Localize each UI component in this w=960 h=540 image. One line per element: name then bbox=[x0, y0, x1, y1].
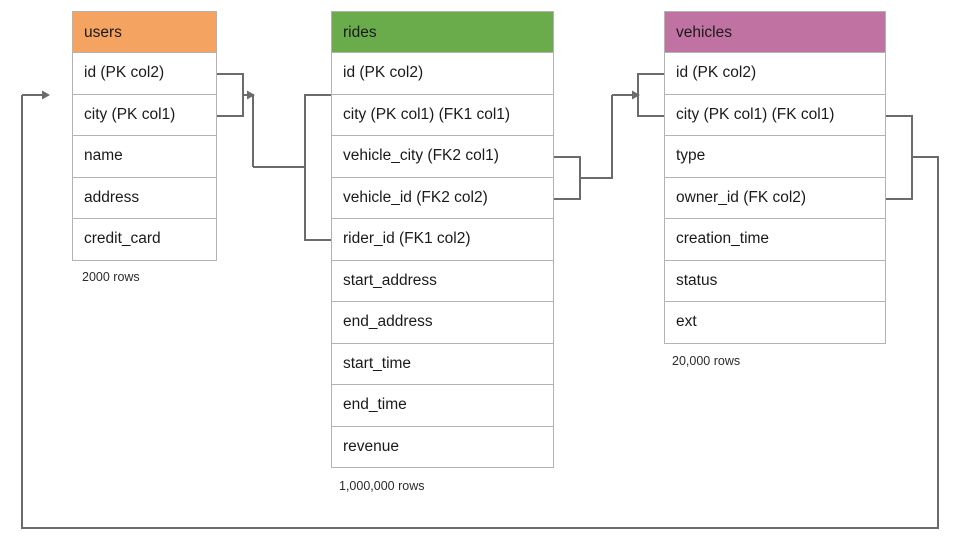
table-vehicles-column-id[interactable]: id (PK col2) bbox=[664, 53, 886, 95]
table-users-header: users bbox=[72, 11, 217, 53]
table-vehicles-header: vehicles bbox=[664, 11, 886, 53]
table-users-column-id[interactable]: id (PK col2) bbox=[72, 53, 217, 95]
table-rides-column-revenue[interactable]: revenue bbox=[331, 426, 554, 468]
table-vehicles-column-creation-time[interactable]: creation_time bbox=[664, 219, 886, 261]
table-rides-column-start-time[interactable]: start_time bbox=[331, 343, 554, 385]
table-rides-header: rides bbox=[331, 11, 554, 53]
table-rides-column-vehicle-id[interactable]: vehicle_id (FK2 col2) bbox=[331, 177, 554, 219]
table-rides-column-start-address[interactable]: start_address bbox=[331, 260, 554, 302]
table-vehicles-column-type[interactable]: type bbox=[664, 136, 886, 178]
table-vehicles-column-status[interactable]: status bbox=[664, 260, 886, 302]
table-rides-column-end-time[interactable]: end_time bbox=[331, 385, 554, 427]
table-rides-column-id[interactable]: id (PK col2) bbox=[331, 53, 554, 95]
table-vehicles-row-count: 20,000 rows bbox=[672, 354, 741, 368]
table-rides-row-count: 1,000,000 rows bbox=[339, 479, 425, 493]
table-users-row-count: 2000 rows bbox=[82, 270, 140, 284]
table-rides-column-rider-id[interactable]: rider_id (FK1 col2) bbox=[331, 219, 554, 261]
connector-rides-fk1-users bbox=[217, 73, 331, 241]
table-rides-column-city[interactable]: city (PK col1) (FK1 col1) bbox=[331, 94, 554, 136]
table-users-column-credit-card[interactable]: credit_card bbox=[72, 219, 217, 261]
table-vehicles-column-ext[interactable]: ext bbox=[664, 302, 886, 344]
table-rides[interactable]: rides id (PK col2) city (PK col1) (FK1 c… bbox=[331, 11, 554, 468]
table-vehicles-column-city[interactable]: city (PK col1) (FK col1) bbox=[664, 94, 886, 136]
table-users[interactable]: users id (PK col2) city (PK col1) name a… bbox=[72, 11, 217, 261]
table-users-column-city[interactable]: city (PK col1) bbox=[72, 94, 217, 136]
table-users-column-address[interactable]: address bbox=[72, 177, 217, 219]
connector-rides-fk2-vehicles bbox=[554, 73, 664, 200]
table-users-column-name[interactable]: name bbox=[72, 136, 217, 178]
table-rides-column-vehicle-city[interactable]: vehicle_city (FK2 col1) bbox=[331, 136, 554, 178]
table-vehicles[interactable]: vehicles id (PK col2) city (PK col1) (FK… bbox=[664, 11, 886, 344]
table-vehicles-column-owner-id[interactable]: owner_id (FK col2) bbox=[664, 177, 886, 219]
table-rides-column-end-address[interactable]: end_address bbox=[331, 302, 554, 344]
